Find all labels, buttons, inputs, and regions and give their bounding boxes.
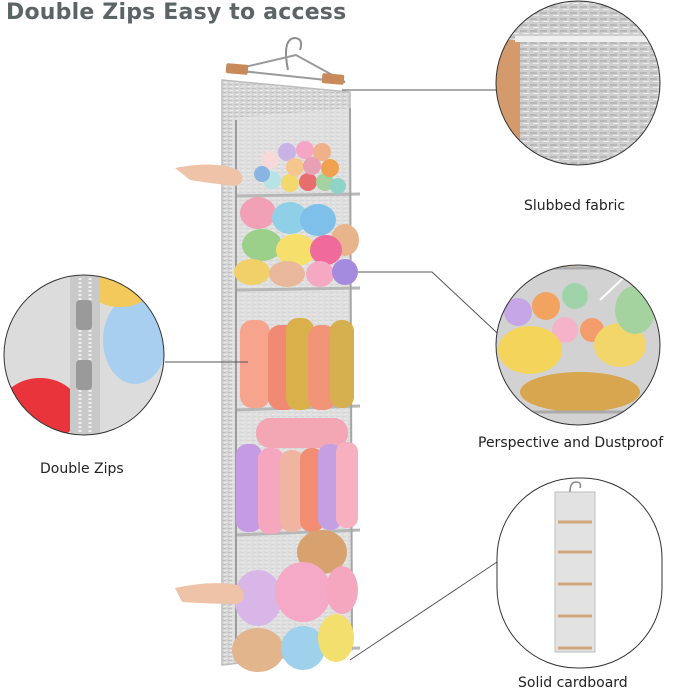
organizer: [175, 36, 361, 672]
caption-zips: Double Zips: [40, 461, 124, 477]
callout-fabric-image: [495, 0, 661, 166]
callout-cardboard-image: [496, 477, 663, 669]
callout-zips-image: [3, 274, 165, 436]
caption-cardboard: Solid cardboard: [518, 675, 628, 691]
callout-dustproof-image: [495, 264, 661, 426]
caption-fabric: Slubbed fabric: [524, 198, 626, 214]
headline: Double Zips Easy to access: [6, 0, 347, 25]
callout-lines: [165, 89, 511, 661]
caption-dustproof: Perspective and Dustproof: [478, 435, 664, 451]
